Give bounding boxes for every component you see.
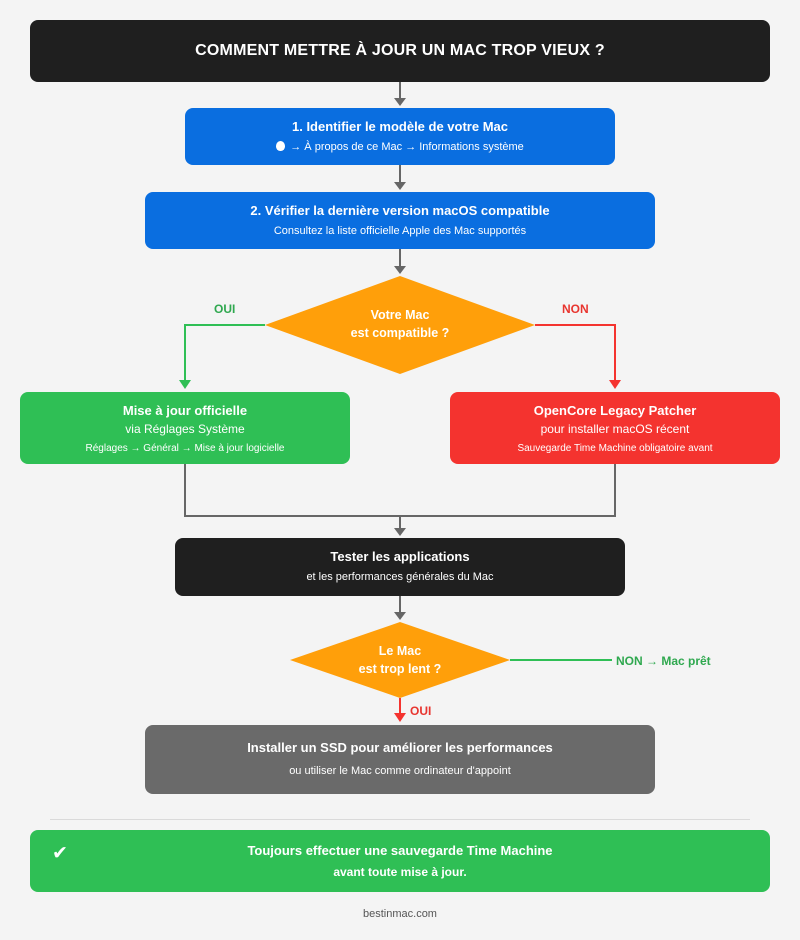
install-ssd-title: Installer un SSD pour améliorer les perf…	[247, 740, 553, 755]
official-update-box: Mise à jour officielle via Réglages Syst…	[20, 392, 350, 464]
backup-reminder-banner: ✔ Toujours effectuer une sauvegarde Time…	[30, 830, 770, 892]
step-identify-subtitle: → À propos de ce Mac → Informations syst…	[290, 141, 524, 153]
install-ssd-box: Installer un SSD pour améliorer les perf…	[145, 725, 655, 794]
official-update-line3: Réglages → Général → Mise à jour logicie…	[85, 443, 285, 454]
test-apps-box: Tester les applications et les performan…	[175, 538, 625, 596]
decision-diamond-slow	[290, 622, 510, 698]
decision-compatible-text: Votre Mac est compatible ?	[350, 308, 450, 340]
step-verify-version: 2. Vérifier la dernière version macOS co…	[145, 192, 655, 249]
backup-line2: avant toute mise à jour.	[333, 865, 467, 879]
step-verify-subtitle: Consultez la liste officielle Apple des …	[273, 225, 527, 237]
footer-site: bestinmac.com	[363, 908, 437, 920]
opencore-line3: Sauvegarde Time Machine obligatoire avan…	[517, 443, 713, 454]
backup-line1: Toujours effectuer une sauvegarde Time M…	[247, 843, 553, 858]
checkmark-icon: ✔	[52, 843, 68, 864]
no-label-ready: NON → Mac prêt	[616, 654, 711, 668]
opencore-box: OpenCore Legacy Patcher pour installer m…	[450, 392, 780, 464]
page-title: COMMENT METTRE À JOUR UN MAC TROP VIEUX …	[195, 42, 605, 59]
page-title-banner: COMMENT METTRE À JOUR UN MAC TROP VIEUX …	[30, 20, 770, 82]
divider	[50, 819, 750, 820]
step-identify-model: 1. Identifier le modèle de votre Mac → À…	[185, 108, 615, 165]
step-verify-title: 2. Vérifier la dernière version macOS co…	[250, 203, 550, 218]
yes-label-compatible: OUI	[214, 302, 236, 316]
official-update-title: Mise à jour officielle	[122, 403, 248, 418]
step-identify-title: 1. Identifier le modèle de votre Mac	[291, 119, 508, 134]
no-label-compatible: NON	[562, 302, 589, 316]
decision-diamond-compatible	[265, 276, 535, 374]
yes-label-slow: OUI	[410, 704, 432, 718]
test-apps-title: Tester les applications	[330, 549, 470, 564]
official-update-line2: via Réglages Système	[125, 422, 245, 436]
install-ssd-subtitle: ou utiliser le Mac comme ordinateur d'ap…	[289, 765, 511, 777]
opencore-title: OpenCore Legacy Patcher	[533, 403, 697, 418]
apple-icon	[276, 141, 286, 151]
test-apps-subtitle: et les performances générales du Mac	[306, 571, 494, 583]
decision-slow-text: Le Mac est trop lent ?	[358, 644, 442, 676]
opencore-line2: pour installer macOS récent	[540, 422, 690, 436]
